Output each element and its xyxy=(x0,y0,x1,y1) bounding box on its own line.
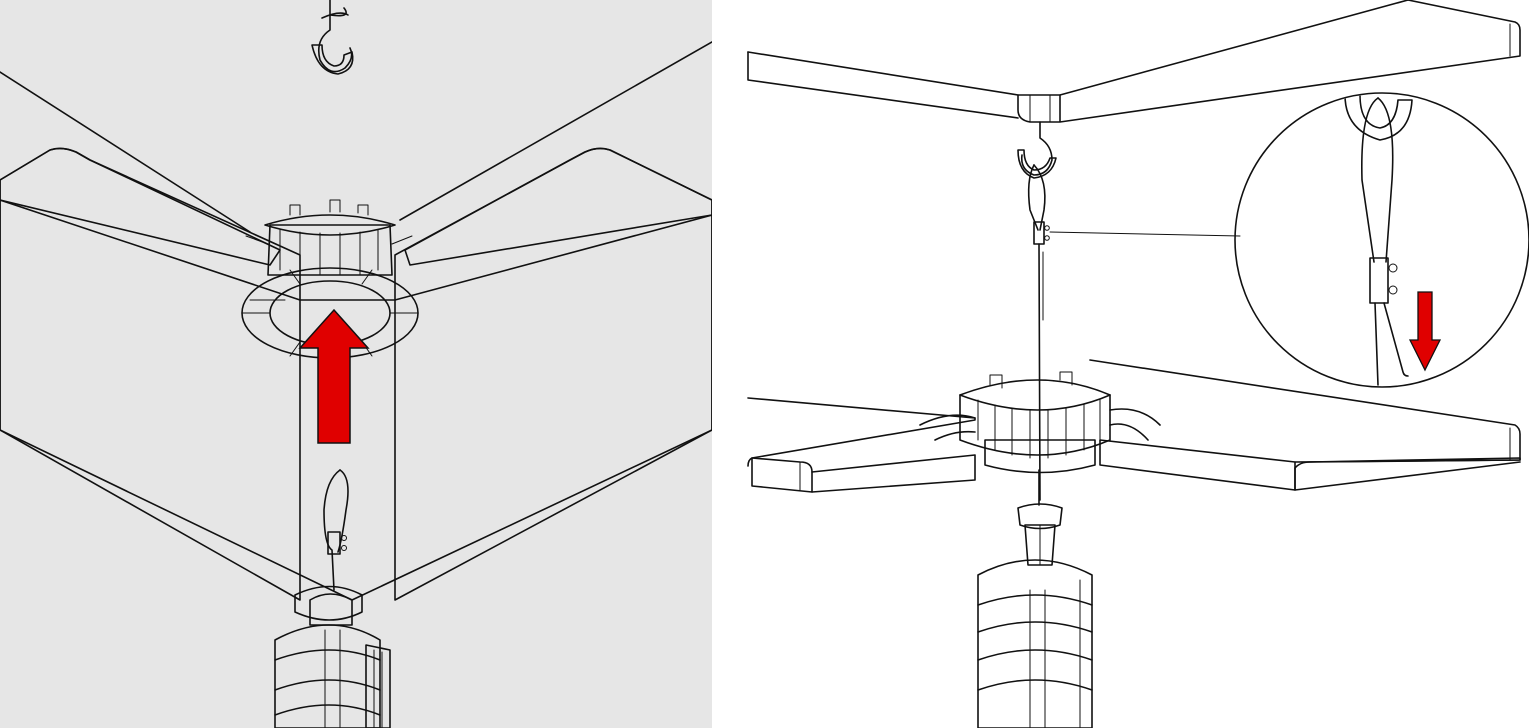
left-installation-step xyxy=(0,0,712,728)
ceiling-panel-face xyxy=(0,199,712,601)
lower-ceiling-slab xyxy=(747,359,1521,493)
lamp-body-right xyxy=(977,469,1093,728)
red-arrow-up xyxy=(298,308,370,444)
lamp-body xyxy=(274,585,391,728)
red-arrow-down xyxy=(1408,291,1442,372)
suspension-cable-right xyxy=(1027,164,1241,501)
upper-ceiling-slab xyxy=(747,0,1521,123)
mounting-ring xyxy=(241,199,419,359)
ceiling-surface xyxy=(0,0,712,728)
right-installation-step xyxy=(747,0,1529,728)
detail-callout xyxy=(1234,92,1529,388)
suspension-cable xyxy=(323,469,349,591)
ceiling-hook-right xyxy=(1020,121,1053,176)
mounting-housing-right xyxy=(919,371,1161,474)
